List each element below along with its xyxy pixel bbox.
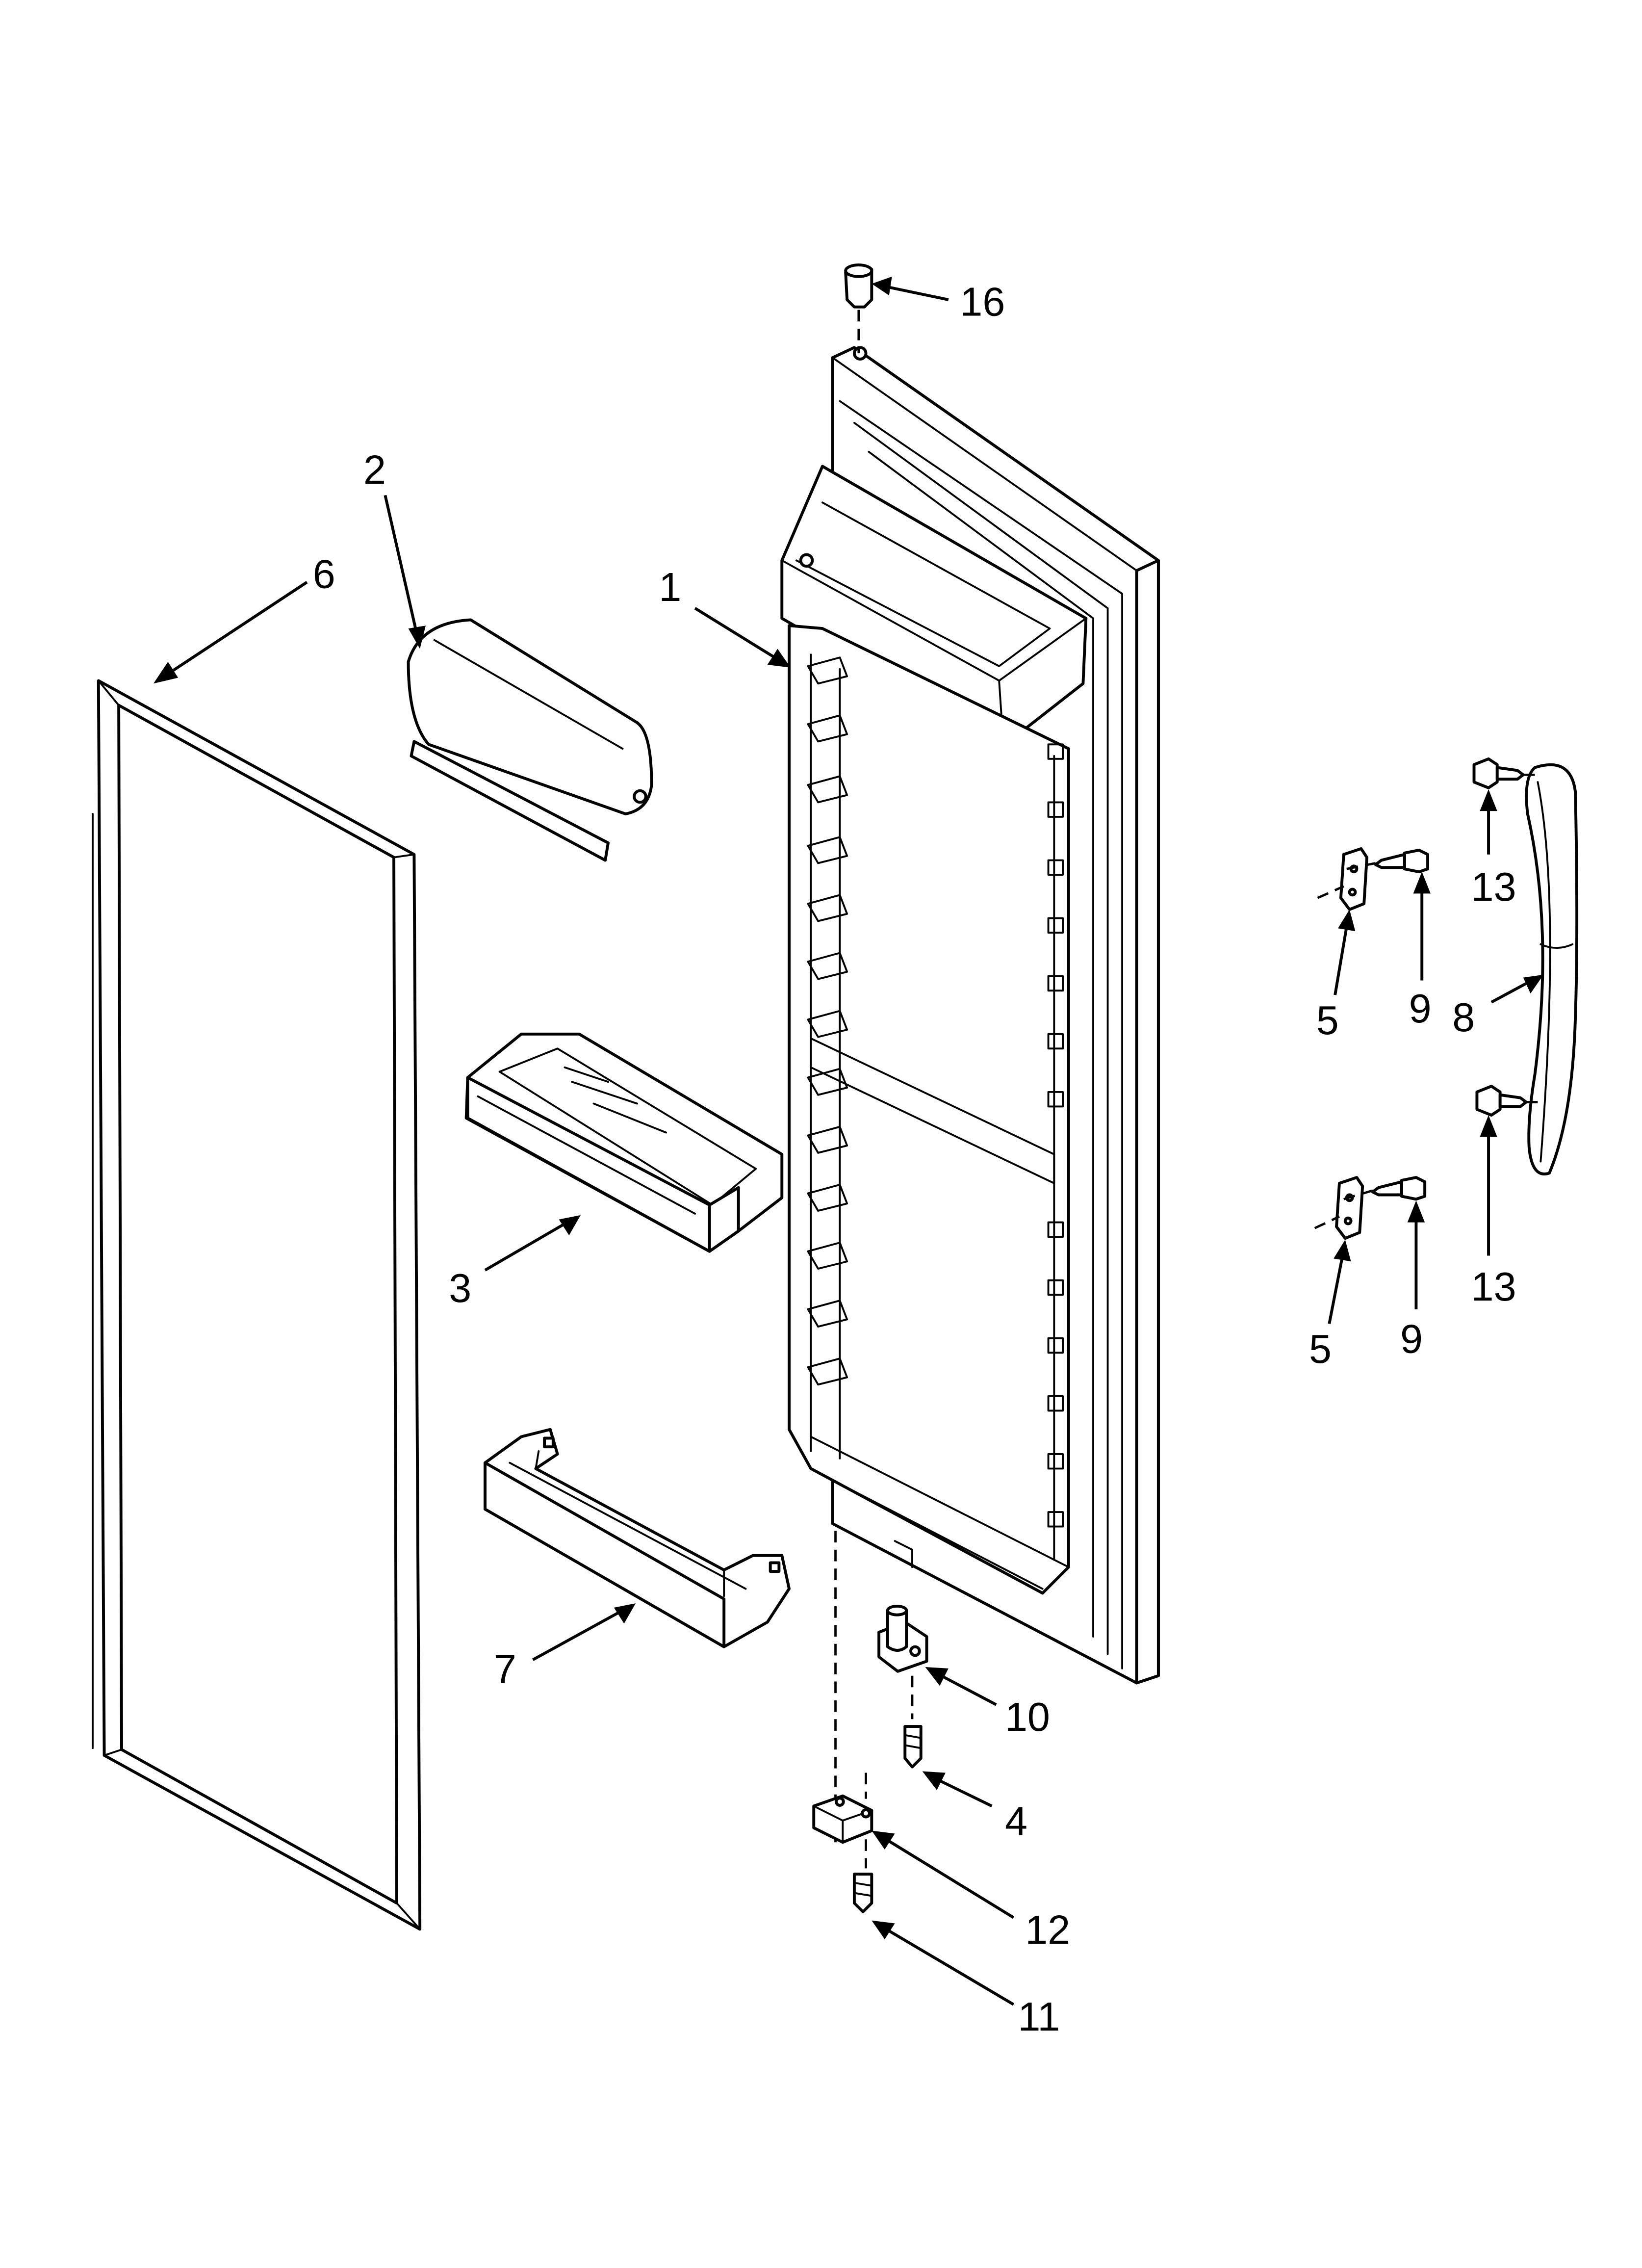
bin-large [464,1032,784,1253]
callout-5-lower: 5 [1309,1326,1332,1372]
screw-bracket-lower [1343,1176,1427,1201]
callout-11: 11 [1018,1994,1060,2039]
callout-4: 4 [1005,1798,1027,1844]
leader-lines [153,276,1544,2006]
gasket [92,679,422,1931]
callout-6: 6 [313,551,335,597]
dairy-door [407,618,653,862]
right-rib-row [1047,743,1064,1528]
hinge-bushing [844,263,873,354]
callout-7: 7 [494,1646,516,1692]
callout-2: 2 [363,447,386,493]
handle [1525,763,1579,1175]
callout-10: 10 [1005,1694,1050,1740]
callout-12: 12 [1025,1907,1070,1953]
callout-8: 8 [1452,994,1475,1040]
screw-bracket-upper [1346,848,1429,874]
callout-13-lower: 13 [1471,1264,1516,1309]
handle-bracket-upper [1317,847,1368,911]
callout-9-lower: 9 [1400,1316,1423,1361]
callout-13-upper: 13 [1471,864,1516,910]
screw-handle-upper [1472,757,1535,789]
callout-16: 16 [960,279,1005,324]
callout-1: 1 [659,564,681,610]
screw-stop [852,1873,873,1913]
callout-labels: 16 2 6 1 3 7 10 4 12 11 5 5 9 9 8 13 13 [313,279,1516,2039]
handle-bracket-lower [1314,1176,1364,1240]
screw-handle-lower [1475,1085,1538,1117]
screw-hinge [903,1675,923,1769]
hinge-bottom [877,1605,928,1673]
callout-3: 3 [449,1265,471,1311]
shelf-rib-row [807,656,848,1386]
callout-9-upper: 9 [1409,986,1432,1031]
callout-5-upper: 5 [1316,997,1339,1043]
shelf-bar [484,1428,791,1648]
door-stop [812,1531,873,1869]
door [780,346,1160,1685]
